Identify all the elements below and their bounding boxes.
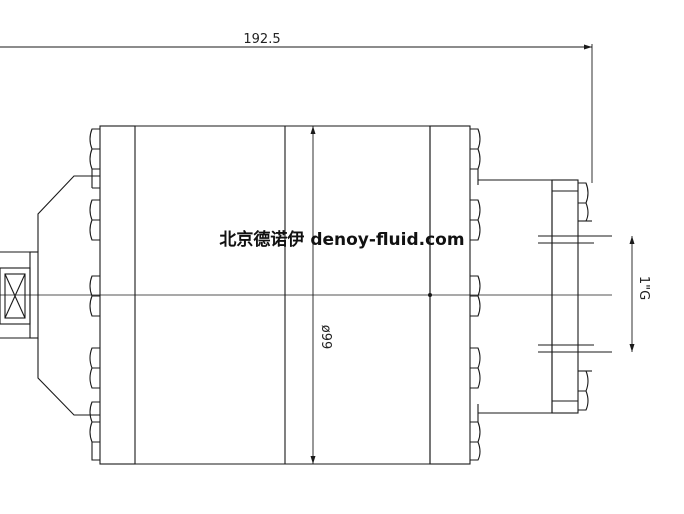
left-shaft bbox=[0, 251, 39, 339]
port-housing bbox=[478, 179, 592, 414]
right-bolts bbox=[470, 128, 481, 461]
overall-length-dimension: 192.5 bbox=[0, 32, 593, 183]
bolt-head-icon bbox=[89, 128, 100, 189]
left-end-cover bbox=[37, 175, 100, 416]
watermark: 北京德诺伊 denoy-fluid.com bbox=[219, 229, 464, 250]
diameter-label: ø99 bbox=[318, 325, 333, 350]
left-flange bbox=[99, 125, 136, 465]
square-drive-icon bbox=[4, 273, 26, 319]
port-bore bbox=[538, 235, 612, 353]
left-bolts bbox=[89, 128, 100, 461]
diameter-dimension: ø99 bbox=[310, 126, 333, 464]
port-thread-label: 1"G bbox=[636, 276, 651, 300]
overall-length-label: 192.5 bbox=[243, 32, 280, 47]
port-thread-dimension: 1"G bbox=[629, 236, 651, 352]
